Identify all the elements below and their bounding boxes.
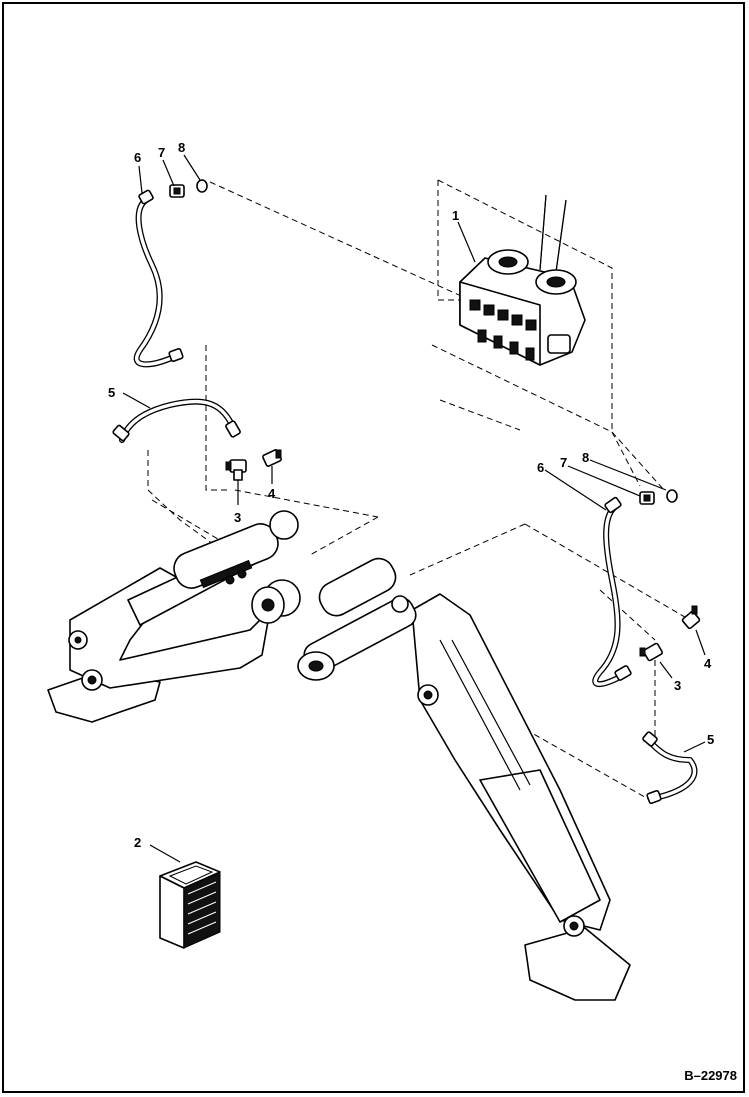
callout-1: 1 — [452, 208, 459, 223]
oring-8-upper — [196, 179, 208, 193]
callout-labels: 6 7 8 1 5 3 4 6 7 8 3 4 5 2 — [108, 140, 714, 850]
hose-right — [592, 496, 632, 688]
callout-4-upper: 4 — [268, 486, 276, 501]
left-stabilizer-arm — [47, 510, 301, 723]
fitting-7-upper — [169, 184, 185, 198]
callout-7-right: 7 — [560, 455, 567, 470]
callout-6-upper: 6 — [134, 150, 141, 165]
oring-8-right — [666, 489, 678, 503]
elbow-fitting-4-right — [681, 605, 701, 630]
callout-3-right: 3 — [674, 678, 681, 693]
tee-fitting-3-right — [639, 642, 663, 662]
callout-5-right: 5 — [707, 732, 714, 747]
assembly-dashed-lines — [147, 179, 691, 801]
elbow-fitting-4-upper — [262, 449, 282, 467]
decal-kit-2 — [159, 861, 221, 949]
drawing-reference-number: B–22978 — [684, 1068, 737, 1083]
callout-2: 2 — [134, 835, 141, 850]
control-valve-1 — [459, 194, 586, 366]
hose-5-upper — [112, 398, 241, 443]
callout-6-right: 6 — [537, 460, 544, 475]
fitting-7-right — [639, 491, 655, 505]
callout-8-upper: 8 — [178, 140, 185, 155]
callout-8-right: 8 — [582, 450, 589, 465]
callout-4-right: 4 — [704, 656, 712, 671]
leader-lines — [122, 154, 706, 863]
right-stabilizer-arm — [297, 557, 631, 1001]
callout-7-upper: 7 — [158, 145, 165, 160]
tee-fitting-3-upper — [225, 459, 247, 481]
hose-5-right — [642, 731, 698, 804]
hose-upper-left — [133, 189, 184, 368]
callout-3-upper: 3 — [234, 510, 241, 525]
callout-5-upper: 5 — [108, 385, 115, 400]
